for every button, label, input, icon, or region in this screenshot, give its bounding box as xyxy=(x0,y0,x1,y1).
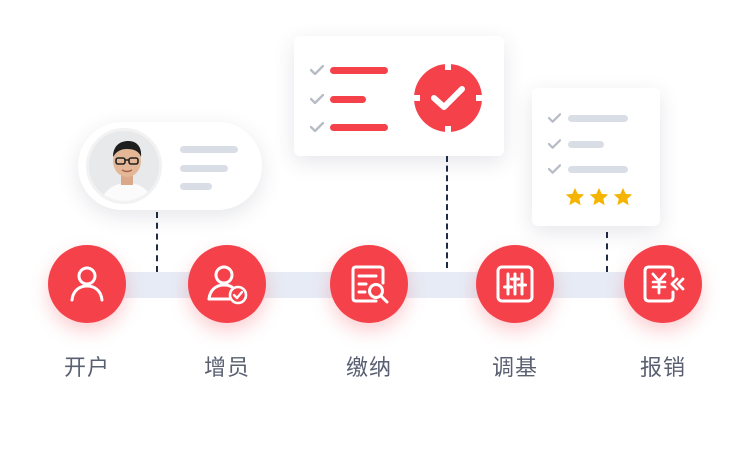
check-icon xyxy=(548,164,561,174)
placeholder-line xyxy=(568,115,628,122)
star-icon xyxy=(565,187,585,206)
star-icon xyxy=(613,187,633,206)
step-adjust-base-node[interactable] xyxy=(476,245,554,323)
step-label: 开户 xyxy=(63,356,110,381)
profile-card xyxy=(78,122,262,210)
placeholder-line xyxy=(568,141,604,148)
step-label: 缴纳 xyxy=(345,356,392,381)
placeholder-line xyxy=(180,165,228,172)
avatar xyxy=(86,128,162,204)
person-photo-icon xyxy=(89,131,159,201)
star-icon xyxy=(589,187,609,206)
placeholder-line xyxy=(180,183,212,190)
connector-rating xyxy=(606,232,608,272)
user-check-icon xyxy=(207,265,248,305)
check-icon xyxy=(548,139,561,149)
step-open-account-node[interactable] xyxy=(48,245,126,323)
step-label: 调基 xyxy=(491,356,538,381)
step-add-member-node[interactable] xyxy=(188,245,266,323)
user-icon xyxy=(70,266,104,302)
step-reimburse-node[interactable] xyxy=(624,245,702,323)
check-icon xyxy=(310,94,324,104)
yen-rewind-icon xyxy=(643,265,685,303)
clock-check-icon xyxy=(413,63,483,133)
placeholder-line xyxy=(568,166,628,173)
check-icon xyxy=(310,65,324,75)
check-icon xyxy=(548,113,561,123)
placeholder-line xyxy=(330,67,388,74)
step-label: 增员 xyxy=(203,356,250,381)
check-icon xyxy=(310,122,324,132)
star-rating xyxy=(564,186,636,210)
step-payment-node[interactable] xyxy=(330,245,408,323)
document-search-icon xyxy=(351,265,389,304)
placeholder-line xyxy=(330,124,388,131)
placeholder-line xyxy=(180,146,238,153)
connector-profile xyxy=(156,212,158,272)
connector-checklist xyxy=(446,156,448,268)
placeholder-line xyxy=(330,96,366,103)
checklist-card xyxy=(294,36,504,156)
step-label: 报销 xyxy=(639,356,686,381)
rating-card xyxy=(532,88,660,226)
sliders-icon xyxy=(496,265,534,303)
